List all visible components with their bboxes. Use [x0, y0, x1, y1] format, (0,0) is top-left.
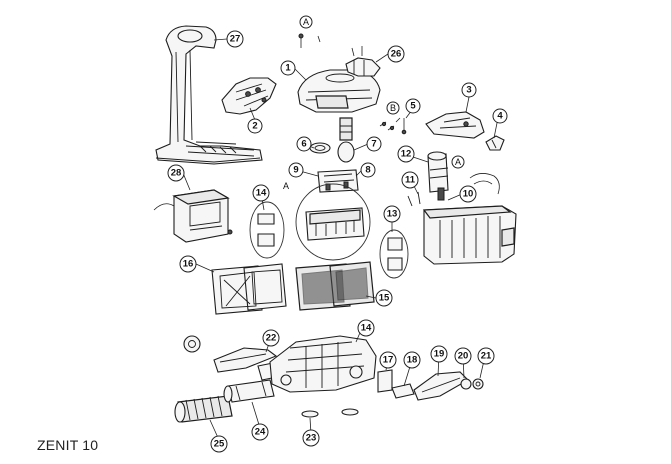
svg-text:28: 28: [171, 168, 182, 179]
part-caddy-cart: [155, 25, 263, 165]
part-axle-tube: [223, 379, 275, 403]
svg-text:11: 11: [405, 175, 416, 186]
svg-text:20: 20: [458, 351, 469, 362]
part-impeller-housing: [317, 169, 359, 193]
part-screws-top: [298, 33, 321, 48]
part-bottom-chassis: [269, 335, 377, 393]
callout-23: 23: [302, 429, 320, 447]
callout-4: 4: [492, 108, 508, 124]
svg-text:12: 12: [401, 149, 412, 160]
part-top-cover: [297, 69, 381, 113]
svg-text:4: 4: [497, 111, 503, 122]
svg-text:9: 9: [293, 165, 298, 176]
part-bottom-right: [377, 369, 484, 401]
part-filter-panels-16: [211, 263, 287, 315]
part-pump-motor: [427, 151, 500, 201]
svg-text:26: 26: [391, 49, 402, 60]
callout-7: 7: [366, 136, 382, 152]
part-filter-clips: [249, 201, 285, 259]
part-screws-b: [379, 117, 401, 131]
svg-text:3: 3: [466, 85, 471, 96]
svg-text:2: 2: [252, 121, 257, 132]
svg-text:A: A: [303, 17, 309, 27]
svg-text:27: 27: [230, 34, 241, 45]
callout-17: 17: [379, 351, 397, 369]
callout-26: 26: [387, 45, 405, 63]
callout-5: 5: [405, 98, 421, 114]
callout-11: 11: [401, 171, 419, 189]
svg-text:16: 16: [183, 259, 194, 270]
model-caption: ZENIT 10: [37, 437, 99, 453]
callout-1: 1: [280, 60, 296, 76]
part-filter-panels-15: [295, 261, 375, 311]
svg-text:17: 17: [383, 355, 394, 366]
callout-16: 16: [179, 255, 197, 273]
callout-27: 27: [226, 30, 244, 48]
part-motor-block: [295, 183, 371, 261]
callout-22: 22: [262, 329, 280, 347]
part-connector: [485, 135, 505, 151]
part-small-rings: [309, 117, 355, 163]
svg-text:7: 7: [371, 139, 376, 150]
svg-text:24: 24: [255, 427, 266, 438]
svg-text:15: 15: [379, 293, 390, 304]
svg-text:14: 14: [361, 323, 372, 334]
callout-19: 19: [430, 345, 448, 363]
callout-2: 2: [247, 118, 263, 134]
svg-text:5: 5: [410, 101, 416, 112]
svg-text:6: 6: [301, 139, 306, 150]
part-washer: [301, 408, 359, 418]
callout-21: 21: [477, 347, 495, 365]
part-handle-bracket: [221, 77, 277, 115]
svg-text:25: 25: [214, 439, 225, 450]
part-side-clips: [379, 229, 409, 279]
ref-b: B: [386, 101, 400, 115]
svg-text:8: 8: [365, 165, 370, 176]
svg-text:23: 23: [306, 433, 317, 444]
callout-15: 15: [375, 289, 393, 307]
callout-18: 18: [403, 351, 421, 369]
callout-14-bottom: 14: [357, 319, 375, 337]
part-chassis-body: [407, 191, 517, 265]
ref-a-top: A: [299, 15, 313, 29]
ref-a-left: A: [283, 181, 289, 191]
svg-text:21: 21: [481, 351, 492, 362]
callout-6: 6: [296, 136, 312, 152]
callout-10: 10: [459, 185, 477, 203]
part-swivel: [345, 46, 381, 77]
callout-28: 28: [167, 164, 185, 182]
callout-13: 13: [383, 205, 401, 223]
svg-text:18: 18: [407, 355, 418, 366]
svg-text:19: 19: [434, 349, 445, 360]
svg-text:13: 13: [387, 209, 398, 220]
ref-a-right: A: [451, 155, 465, 169]
svg-text:A: A: [283, 181, 289, 191]
callout-3: 3: [461, 82, 477, 98]
callout-12: 12: [397, 145, 415, 163]
callout-20: 20: [454, 347, 472, 365]
callout-8: 8: [360, 162, 376, 178]
callout-14-top: 14: [252, 184, 270, 202]
svg-text:14: 14: [256, 188, 267, 199]
svg-text:1: 1: [285, 63, 291, 74]
callout-24: 24: [251, 423, 269, 441]
part-track-left: [183, 335, 283, 381]
svg-text:A: A: [455, 157, 461, 167]
svg-text:10: 10: [463, 189, 474, 200]
callout-25: 25: [210, 435, 228, 453]
part-power-supply: [153, 189, 233, 243]
callout-9: 9: [288, 162, 304, 178]
part-screw-5: [401, 118, 407, 135]
svg-text:B: B: [390, 103, 396, 113]
svg-text:22: 22: [266, 333, 277, 344]
part-brush-roller: [174, 395, 233, 423]
part-motor-cover: [425, 111, 485, 139]
